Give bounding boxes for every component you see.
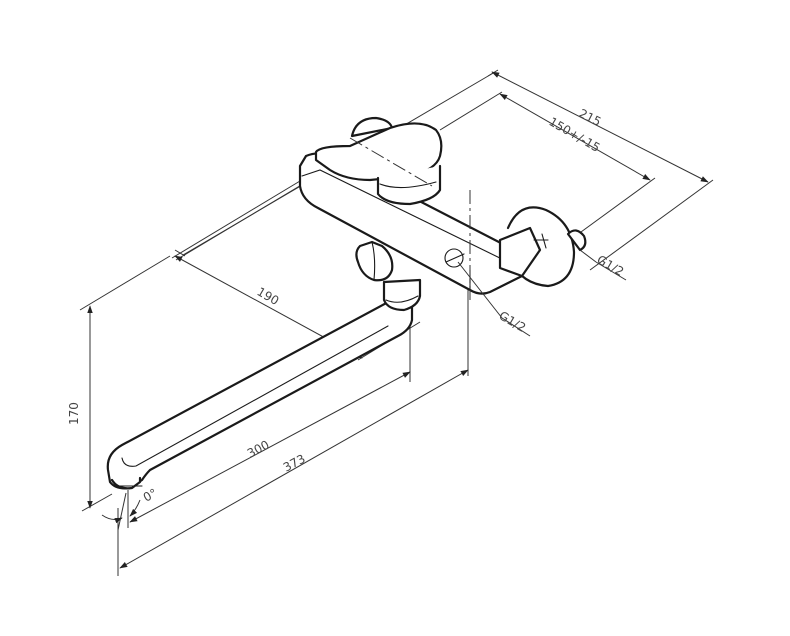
diverter-knob[interactable] [355, 240, 394, 282]
dimension-label-215: 215 [577, 106, 604, 129]
spout-collar [382, 278, 422, 312]
dimension-label-angle: 0° [141, 486, 160, 505]
dimension-label-190: 190 [255, 284, 282, 308]
dimension-170: 170 [67, 255, 171, 512]
dimension-label-170: 170 [67, 402, 81, 425]
dimension-angle: 0° [101, 486, 160, 531]
thread-label-center: G1/2 [497, 308, 529, 334]
swivel-spout [106, 298, 414, 490]
dimension-label-300: 300 [245, 438, 272, 461]
wall-flange: G1/2 [498, 206, 627, 288]
thread-label-right: G1/2 [595, 252, 627, 278]
lever-handle[interactable] [314, 116, 443, 206]
dimension-label-373: 373 [281, 452, 308, 475]
